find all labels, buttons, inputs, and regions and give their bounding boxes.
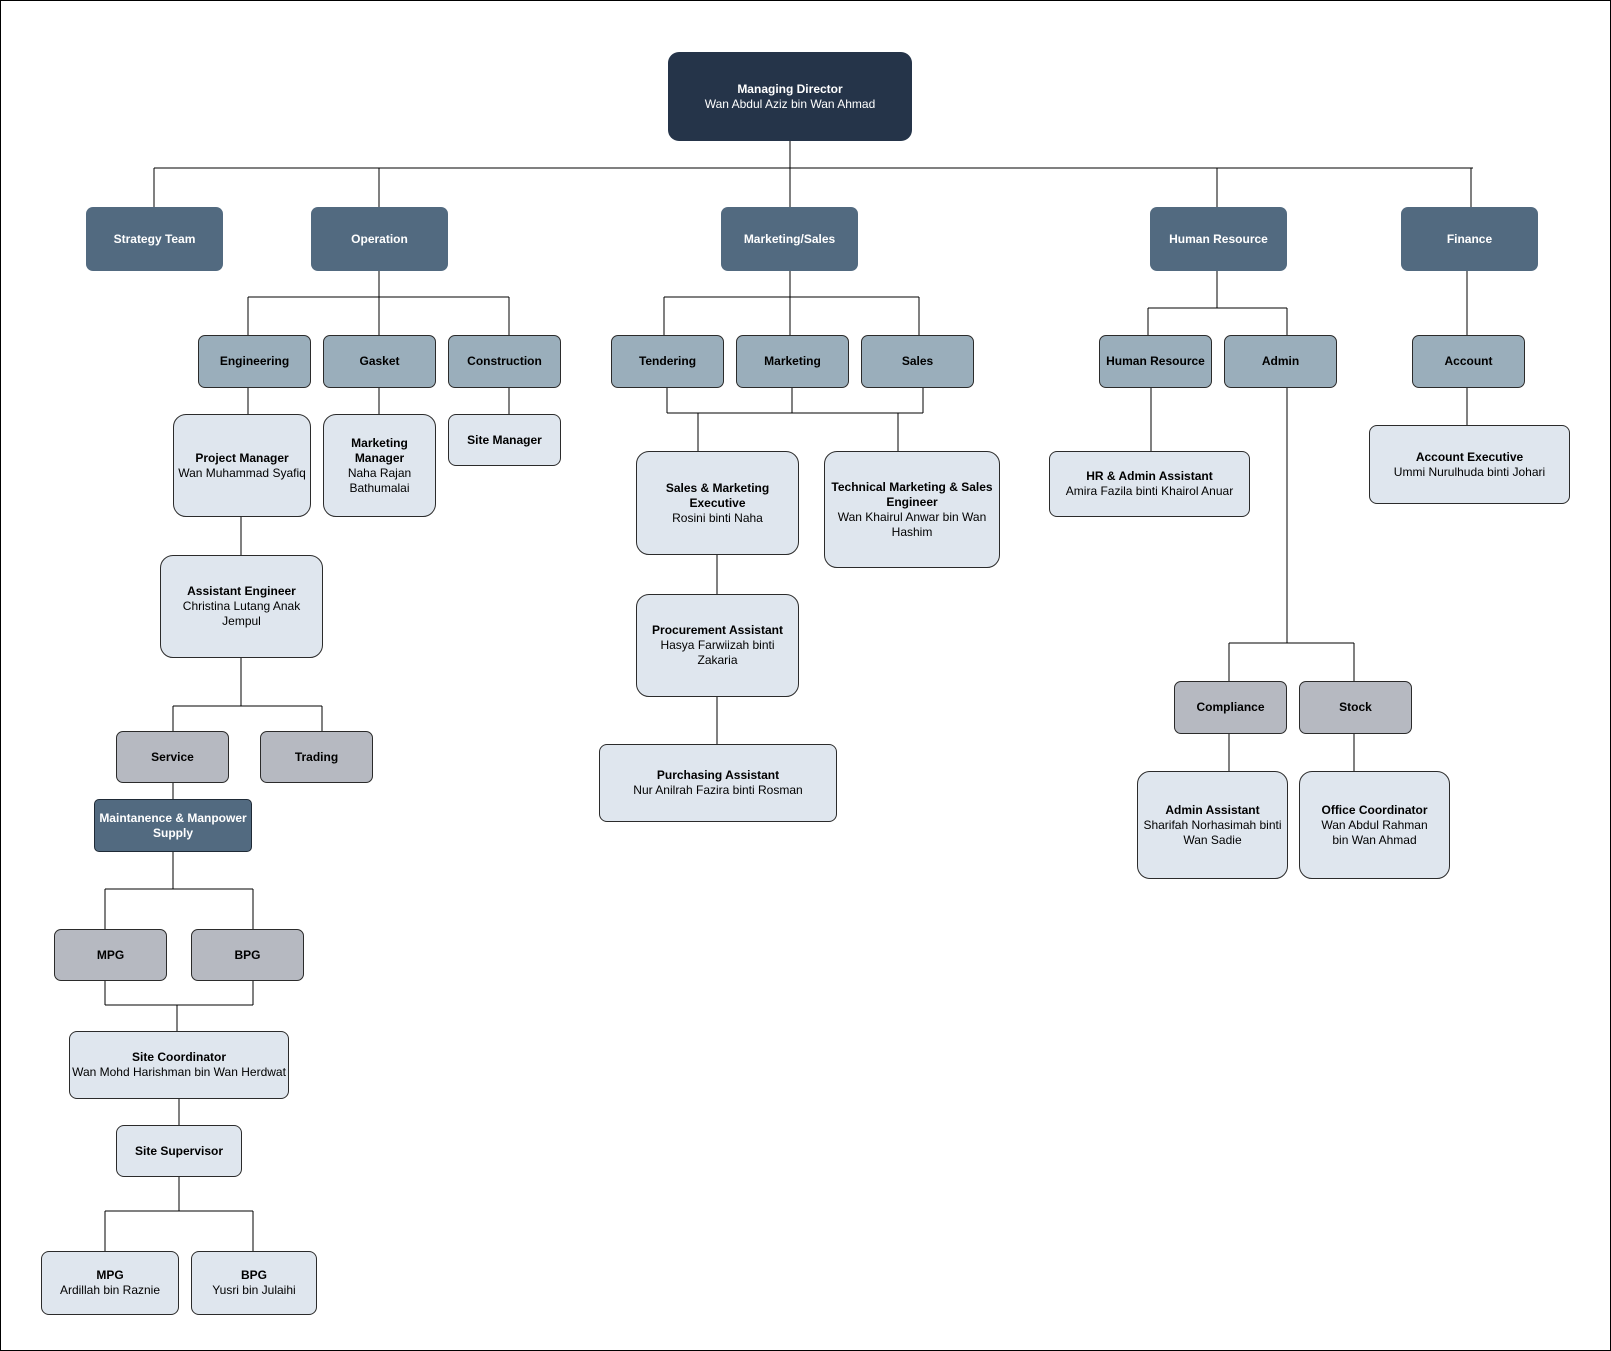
trading-label: Trading — [294, 749, 339, 764]
site-coordinator-name: Wan Mohd Harishman bin Wan Herdwat — [72, 1065, 286, 1079]
office-coordinator-title: Office Coordinator — [1321, 802, 1428, 817]
office-coordinator-box: Office Coordinator Wan Abdul Rahman bin … — [1299, 771, 1450, 879]
site-supervisor-box: Site Supervisor — [116, 1125, 242, 1177]
engineering-label: Engineering — [219, 354, 290, 368]
hr-admin-assistant-title: HR & Admin Assistant — [1086, 469, 1213, 483]
office-coordinator-name: Wan Abdul Rahman bin Wan Ahmad — [1321, 817, 1428, 847]
hr-admin-assistant-name: Amira Fazila binti Khairol Anuar — [1065, 484, 1234, 498]
account-executive-name: Ummi Nurulhuda binti Johari — [1393, 464, 1546, 479]
mpg-box: MPG — [54, 929, 167, 981]
marketing-manager-title: Marketing Manager — [351, 435, 408, 465]
admin-assistant-title: Admin Assistant — [1165, 802, 1260, 817]
strategy-team-label: Strategy Team — [113, 231, 196, 246]
technical-marketing-engineer-box: Technical Marketing & Sales Engineer Wan… — [824, 451, 1000, 568]
service-label: Service — [151, 749, 194, 764]
bpg-person-title: BPG — [240, 1268, 267, 1282]
assistant-engineer-name: Christina Lutang Anak Jempul — [182, 599, 301, 628]
purchasing-assistant-name: Nur Anilrah Fazira binti Rosman — [633, 783, 803, 797]
bpg-box: BPG — [191, 929, 304, 981]
account-executive-title: Account Executive — [1415, 449, 1524, 464]
assistant-engineer-title: Assistant Engineer — [187, 584, 296, 598]
human-resource-box: Human Resource — [1150, 207, 1287, 271]
site-manager-box: Site Manager — [448, 414, 561, 466]
tendering-label: Tendering — [638, 354, 697, 368]
engineering-box: Engineering — [198, 335, 311, 388]
compliance-label: Compliance — [1196, 700, 1265, 714]
bpg-person-name: Yusri bin Julaihi — [212, 1283, 296, 1297]
human-resource-label: Human Resource — [1169, 231, 1268, 246]
finance-label: Finance — [1446, 231, 1493, 246]
gasket-label: Gasket — [359, 354, 400, 368]
project-manager-box: Project Manager Wan Muhammad Syafiq — [173, 414, 311, 517]
project-manager-name: Wan Muhammad Syafiq — [178, 465, 306, 480]
maintenance-manpower-label: Maintanence & Manpower Supply — [99, 810, 247, 840]
bpg-label: BPG — [234, 947, 261, 962]
compliance-box: Compliance — [1174, 681, 1287, 734]
managing-director-name: Wan Abdul Aziz bin Wan Ahmad — [704, 96, 876, 111]
bpg-person-box: BPG Yusri bin Julaihi — [191, 1251, 317, 1315]
sales-marketing-executive-title: Sales & Marketing Executive — [665, 480, 770, 510]
mpg-person-box: MPG Ardillah bin Raznie — [41, 1251, 179, 1315]
mpg-person-title: MPG — [96, 1268, 124, 1282]
purchasing-assistant-box: Purchasing Assistant Nur Anilrah Fazira … — [599, 744, 837, 822]
sales-box: Sales — [861, 335, 974, 388]
hr-admin-assistant-box: HR & Admin Assistant Amira Fazila binti … — [1049, 451, 1250, 517]
construction-box: Construction — [448, 335, 561, 388]
hr-unit-label: Human Resource — [1106, 354, 1205, 368]
hr-unit-box: Human Resource — [1099, 335, 1212, 388]
admin-assistant-name: Sharifah Norhasimah binti Wan Sadie — [1143, 817, 1282, 847]
account-box: Account — [1412, 335, 1525, 388]
managing-director-title: Managing Director — [737, 81, 843, 96]
admin-assistant-box: Admin Assistant Sharifah Norhasimah bint… — [1137, 771, 1288, 879]
account-label: Account — [1444, 354, 1493, 368]
marketing-label: Marketing — [764, 354, 821, 368]
project-manager-title: Project Manager — [195, 450, 289, 465]
site-supervisor-title: Site Supervisor — [134, 1143, 224, 1158]
tendering-box: Tendering — [611, 335, 724, 388]
site-manager-title: Site Manager — [467, 432, 542, 447]
finance-box: Finance — [1401, 207, 1538, 271]
managing-director-box: Managing Director Wan Abdul Aziz bin Wan… — [668, 52, 912, 141]
service-box: Service — [116, 731, 229, 783]
technical-marketing-engineer-name: Wan Khairul Anwar bin Wan Hashim — [837, 509, 987, 539]
mpg-person-name: Ardillah bin Raznie — [59, 1283, 161, 1297]
marketing-manager-box: Marketing Manager Naha Rajan Bathumalai — [323, 414, 436, 517]
procurement-assistant-name: Hasya Farwiizah binti Zakaria — [660, 638, 775, 667]
sales-marketing-executive-box: Sales & Marketing Executive Rosini binti… — [636, 451, 799, 555]
marketing-sales-box: Marketing/Sales — [721, 207, 858, 271]
construction-label: Construction — [467, 354, 542, 368]
marketing-box: Marketing — [736, 335, 849, 388]
sales-label: Sales — [901, 354, 934, 368]
procurement-assistant-title: Procurement Assistant — [652, 623, 783, 637]
marketing-manager-name: Naha Rajan Bathumalai — [347, 465, 412, 495]
trading-box: Trading — [260, 731, 373, 783]
technical-marketing-engineer-title: Technical Marketing & Sales Engineer — [831, 479, 993, 509]
operation-box: Operation — [311, 207, 448, 271]
procurement-assistant-box: Procurement Assistant Hasya Farwiizah bi… — [636, 594, 799, 697]
purchasing-assistant-title: Purchasing Assistant — [656, 768, 780, 782]
sales-marketing-executive-name: Rosini binti Naha — [672, 510, 763, 525]
maintenance-manpower-box: Maintanence & Manpower Supply — [94, 799, 252, 852]
admin-label: Admin — [1261, 354, 1300, 368]
stock-box: Stock — [1299, 681, 1412, 734]
operation-label: Operation — [351, 231, 408, 246]
site-coordinator-box: Site Coordinator Wan Mohd Harishman bin … — [69, 1031, 289, 1099]
gasket-box: Gasket — [323, 335, 436, 388]
site-coordinator-title: Site Coordinator — [131, 1050, 226, 1064]
strategy-team-box: Strategy Team — [86, 207, 223, 271]
admin-box: Admin — [1224, 335, 1337, 388]
stock-label: Stock — [1339, 700, 1372, 714]
assistant-engineer-box: Assistant Engineer Christina Lutang Anak… — [160, 555, 323, 658]
mpg-label: MPG — [96, 947, 125, 962]
account-executive-box: Account Executive Ummi Nurulhuda binti J… — [1369, 425, 1570, 504]
marketing-sales-label: Marketing/Sales — [743, 231, 836, 246]
